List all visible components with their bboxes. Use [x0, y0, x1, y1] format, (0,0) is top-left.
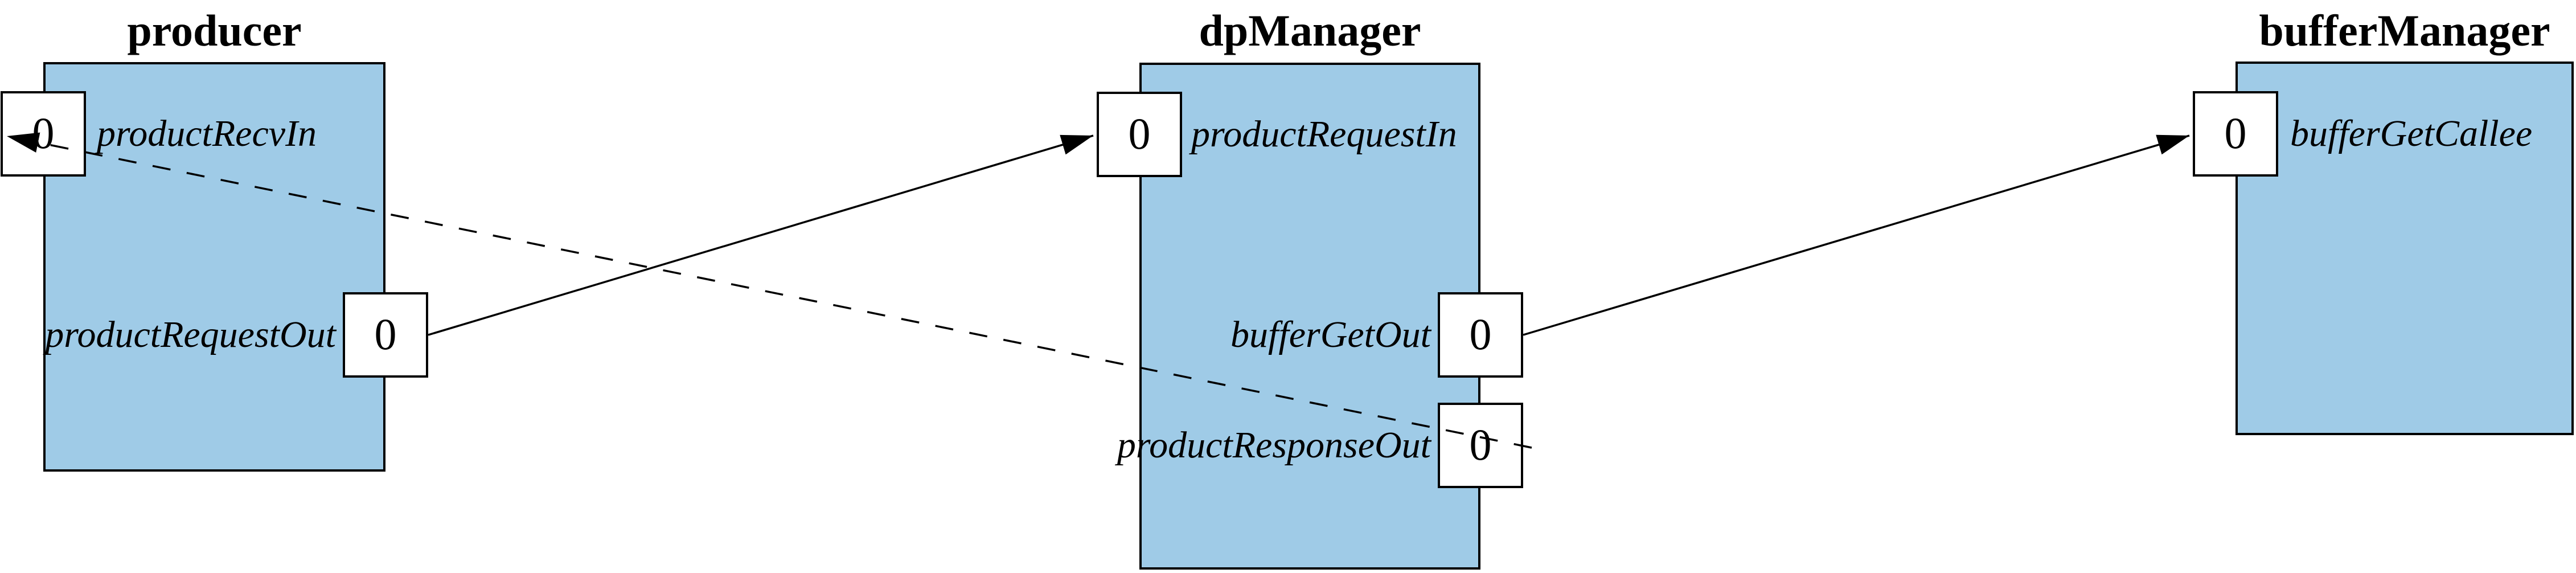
port-label-productRequestOut: productRequestOut: [45, 314, 336, 355]
component-title-producer: producer: [127, 6, 302, 55]
port-count-productRequestIn: 0: [1128, 109, 1151, 158]
port-count-productRequestOut: 0: [374, 309, 397, 359]
port-label-productResponseOut: productResponseOut: [1117, 424, 1431, 466]
port-bufferGetCallee[interactable]: 0: [2193, 91, 2278, 177]
port-productResponseOut[interactable]: 0: [1438, 403, 1523, 488]
port-label-productRequestIn: productRequestIn: [1191, 113, 1457, 155]
port-count-bufferGetOut: 0: [1469, 309, 1492, 359]
connection-productRequestOut-to-productRequestIn: [428, 134, 1094, 336]
port-label-bufferGetOut: bufferGetOut: [1230, 314, 1431, 355]
connection-bufferGetOut-to-bufferGetCallee: [1523, 134, 2190, 336]
port-count-productRecvIn: 0: [32, 108, 55, 158]
component-box-bufferManager[interactable]: [2235, 62, 2574, 435]
port-bufferGetOut[interactable]: 0: [1438, 292, 1523, 378]
port-count-productResponseOut: 0: [1469, 420, 1492, 469]
component-title-bufferManager: bufferManager: [2259, 6, 2550, 55]
port-productRequestOut[interactable]: 0: [343, 292, 428, 378]
port-count-bufferGetCallee: 0: [2224, 108, 2247, 158]
port-label-productRecvIn: productRecvIn: [97, 113, 317, 154]
port-productRequestIn[interactable]: 0: [1097, 92, 1182, 177]
port-productRecvIn[interactable]: 0: [1, 91, 86, 177]
component-title-dpManager: dpManager: [1199, 6, 1421, 55]
port-label-bufferGetCallee: bufferGetCallee: [2290, 113, 2533, 154]
